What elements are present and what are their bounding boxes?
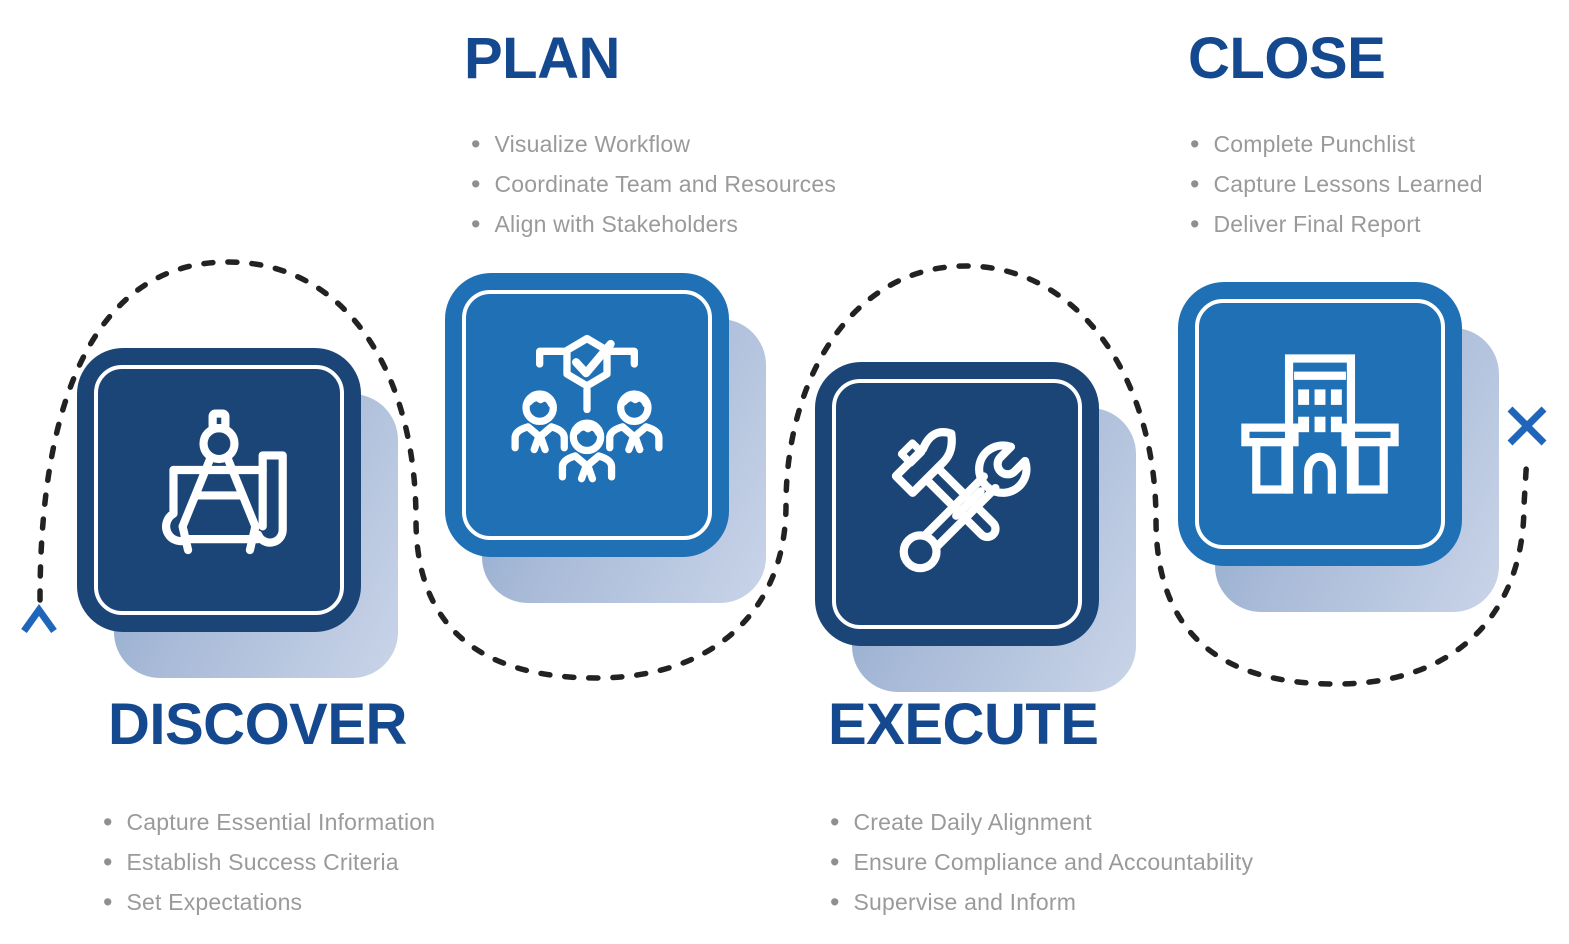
bullet-item: Capture Lessons Learned [1190,164,1483,204]
stage-title-plan: PLAN [464,26,620,91]
bullet-text: Deliver Final Report [1213,210,1421,237]
bullet-item: Align with Stakeholders [471,204,836,244]
bullet-item: Complete Punchlist [1190,124,1483,164]
building-icon [1241,354,1399,494]
bullet-text: Create Daily Alignment [853,808,1092,835]
stage-bullets-close: Complete Punchlist Capture Lessons Learn… [1190,124,1483,244]
bullet-dot [1190,211,1199,238]
stage-bullets-plan: Visualize Workflow Coordinate Team and R… [471,124,836,244]
stage-card-discover [77,348,398,678]
stage-title-execute: EXECUTE [828,692,1099,757]
bullet-item: Set Expectations [103,882,435,922]
bullet-dot [471,211,480,238]
stage-bullets-execute: Create Daily Alignment Ensure Compliance… [830,802,1253,922]
bullet-item: Create Daily Alignment [830,802,1253,842]
bullet-dot [103,809,112,836]
stage-title-discover: DISCOVER [108,692,407,757]
bullet-item: Coordinate Team and Resources [471,164,836,204]
bullet-text: Ensure Compliance and Accountability [853,848,1254,875]
drafting-compass-blueprint-icon [162,409,287,555]
bullet-dot [103,889,112,916]
bullet-text: Capture Lessons Learned [1213,170,1483,197]
hammer-wrench-icon [891,428,1031,573]
bullet-text: Set Expectations [126,888,303,915]
bullet-text: Complete Punchlist [1213,130,1416,157]
bullet-item: Establish Success Criteria [103,842,435,882]
chevron-up-icon [21,603,57,634]
bullet-dot [1190,171,1199,198]
bullet-dot [830,889,839,916]
bullet-item: Supervise and Inform [830,882,1253,922]
bullet-item: Deliver Final Report [1190,204,1483,244]
stage-bullets-discover: Capture Essential Information Establish … [103,802,435,922]
stage-card-close [1178,282,1499,612]
bullet-text: Capture Essential Information [126,808,436,835]
bullet-text: Coordinate Team and Resources [494,170,837,197]
x-mark-icon [1507,406,1547,446]
bullet-dot [471,171,480,198]
bullet-dot [103,849,112,876]
bullet-dot [830,849,839,876]
bullet-dot [471,131,480,158]
bullet-item: Visualize Workflow [471,124,836,164]
bullet-item: Ensure Compliance and Accountability [830,842,1253,882]
team-approval-icon [496,334,678,506]
bullet-dot [830,809,839,836]
bullet-dot [1190,131,1199,158]
stage-title-close: CLOSE [1188,26,1386,91]
stage-card-plan [445,273,766,603]
bullet-text: Supervise and Inform [853,888,1077,915]
bullet-text: Establish Success Criteria [126,848,399,875]
bullet-item: Capture Essential Information [103,802,435,842]
bullet-text: Visualize Workflow [494,130,691,157]
bullet-text: Align with Stakeholders [494,210,739,237]
stage-card-execute [815,362,1136,692]
